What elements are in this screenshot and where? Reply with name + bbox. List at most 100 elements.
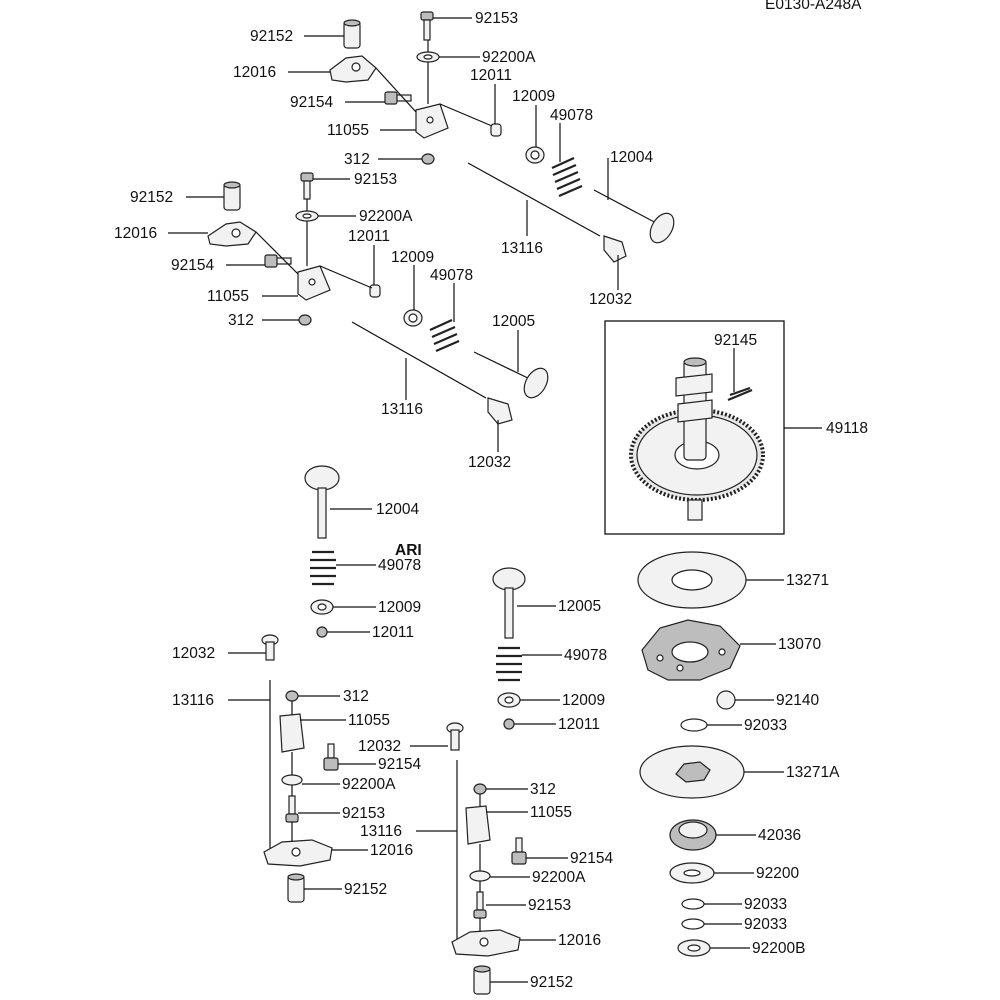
part-label: 49118 bbox=[826, 420, 868, 437]
washer-92200a-d bbox=[469, 870, 491, 882]
part-label: 92154 bbox=[290, 94, 333, 111]
cap-12011-b bbox=[369, 284, 381, 298]
clip-92033-a bbox=[680, 718, 708, 732]
part-label: 92200A bbox=[342, 776, 396, 793]
nut-312-b bbox=[298, 314, 312, 326]
bracket-11055-c bbox=[279, 713, 305, 753]
part-label: 12032 bbox=[589, 291, 632, 308]
part-label: 92154 bbox=[570, 850, 613, 867]
sleeve-92152-a bbox=[343, 19, 361, 49]
part-label: 92145 bbox=[714, 332, 757, 349]
part-label: 92200A bbox=[532, 869, 586, 886]
valve-12005-b bbox=[473, 351, 533, 381]
part-label: 92033 bbox=[744, 717, 787, 734]
part-label: 12032 bbox=[358, 738, 401, 755]
part-label: 92200A bbox=[359, 208, 413, 225]
part-label: 312 bbox=[343, 688, 369, 705]
bolt-92153-b bbox=[300, 172, 314, 200]
bolt-92154-c bbox=[323, 743, 339, 771]
lifter-12032-a bbox=[603, 235, 627, 263]
washer-92200a-c bbox=[281, 774, 303, 786]
part-label: 12016 bbox=[114, 225, 157, 242]
spring-49078-b bbox=[429, 318, 460, 353]
part-label: 92152 bbox=[530, 974, 573, 991]
part-label: 92200 bbox=[756, 865, 799, 882]
part-label: 92140 bbox=[776, 692, 819, 709]
part-label: 92152 bbox=[344, 881, 387, 898]
nut-312-a bbox=[421, 153, 435, 165]
leader-lines bbox=[168, 17, 822, 983]
cap-12011-d bbox=[503, 718, 515, 730]
part-label: 92152 bbox=[130, 189, 173, 206]
part-label: 92152 bbox=[250, 28, 293, 45]
part-label: 11055 bbox=[207, 288, 249, 305]
drawing-code: E0130-A248A bbox=[765, 0, 862, 13]
part-label: 49078 bbox=[378, 557, 421, 574]
part-label: 12011 bbox=[372, 624, 414, 641]
part-labels: 92153 92152 92200A 12016 12011 92154 120… bbox=[114, 10, 868, 991]
part-label: 92153 bbox=[354, 171, 397, 188]
part-label: 312 bbox=[344, 151, 370, 168]
part-label: 12005 bbox=[492, 313, 535, 330]
part-label: 13070 bbox=[778, 636, 821, 653]
cap-12011-c bbox=[316, 626, 328, 638]
upper-valve-train-group bbox=[329, 11, 675, 263]
valve-12005-d bbox=[492, 567, 526, 591]
part-label: 49078 bbox=[564, 647, 607, 664]
part-label: 12016 bbox=[558, 932, 601, 949]
part-label: 12011 bbox=[470, 67, 512, 84]
bolt-92154-d bbox=[511, 837, 527, 865]
bolt-92153-a bbox=[420, 11, 434, 41]
part-label: 12032 bbox=[172, 645, 215, 662]
part-label: 12004 bbox=[610, 149, 653, 166]
part-label: 12009 bbox=[512, 88, 555, 105]
clip-92033-b bbox=[681, 898, 705, 910]
bracket-11055-d bbox=[465, 805, 491, 845]
part-label: 13116 bbox=[501, 240, 543, 257]
bolt-92153-c bbox=[285, 795, 299, 823]
nut-312-d bbox=[473, 783, 487, 795]
valve-12004-c bbox=[304, 465, 340, 491]
part-label: 12011 bbox=[348, 228, 390, 245]
nut-312-c bbox=[285, 690, 299, 702]
part-label: 92200A bbox=[482, 49, 536, 66]
part-label: 92033 bbox=[744, 916, 787, 933]
part-label: 12016 bbox=[370, 842, 413, 859]
spring-49078-d bbox=[496, 646, 522, 682]
part-label: 12009 bbox=[562, 692, 605, 709]
part-label: 92153 bbox=[342, 805, 385, 822]
spring-49078-c bbox=[310, 550, 336, 586]
lower-left-parts bbox=[261, 465, 340, 903]
spring-49078-a bbox=[551, 156, 583, 198]
part-label: 42036 bbox=[758, 827, 801, 844]
part-label: 92200B bbox=[752, 940, 805, 957]
lower-middle-parts bbox=[446, 567, 527, 995]
part-label: 92154 bbox=[171, 257, 214, 274]
ball-92140 bbox=[716, 690, 736, 710]
part-label: 12011 bbox=[558, 716, 600, 733]
governor-parts bbox=[637, 551, 747, 957]
part-label: 92154 bbox=[378, 756, 421, 773]
bolt-92154-b bbox=[264, 254, 292, 268]
part-label: 312 bbox=[530, 781, 556, 798]
part-label: 13271 bbox=[786, 572, 829, 589]
lower-valve-train-group bbox=[207, 172, 549, 425]
part-label: 12004 bbox=[376, 501, 419, 518]
watermark: ARI bbox=[395, 542, 422, 559]
part-label: 11055 bbox=[327, 122, 369, 139]
sleeve-92152-b bbox=[223, 181, 241, 211]
bolt-92153-d bbox=[473, 891, 487, 919]
part-label: 13271A bbox=[786, 764, 840, 781]
part-label: 92033 bbox=[744, 896, 787, 913]
part-label: 13116 bbox=[381, 401, 423, 418]
push-rod-13116-b bbox=[351, 321, 487, 399]
part-label: 12016 bbox=[233, 64, 276, 81]
part-label: 12032 bbox=[468, 454, 511, 471]
spring-92145 bbox=[727, 386, 753, 402]
part-label: 49078 bbox=[550, 107, 593, 124]
valve-12004-a bbox=[593, 189, 661, 226]
part-label: 12009 bbox=[391, 249, 434, 266]
part-label: 12005 bbox=[558, 598, 601, 615]
push-rod-13116-a bbox=[467, 162, 601, 237]
part-label: 92153 bbox=[475, 10, 518, 27]
